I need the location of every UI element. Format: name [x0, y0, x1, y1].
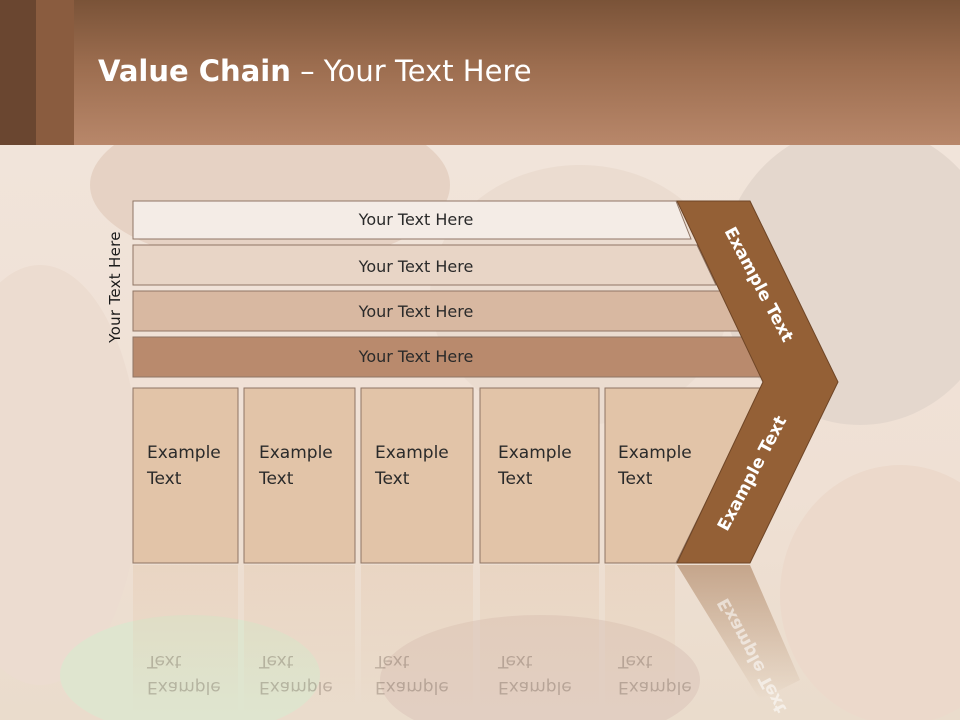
box-3: [360, 387, 474, 564]
reflection-text: Text: [146, 651, 182, 671]
box-1: [132, 387, 239, 564]
box-5-line2: Text: [617, 469, 653, 489]
bar-2: [132, 244, 717, 286]
reflection-text: Example: [498, 677, 572, 697]
header-stripe: [36, 0, 74, 145]
reflection: Example Text Example Text Example Text E…: [133, 565, 800, 716]
reflection-text: Example: [375, 677, 449, 697]
bar-1-label: Your Text Here: [358, 210, 474, 229]
box-4-line1: Example: [498, 443, 572, 463]
box-5: [604, 387, 763, 564]
bar-4-label: Your Text Here: [358, 347, 474, 366]
title-bold: Value Chain: [98, 54, 291, 88]
reflection-text: Example: [259, 677, 333, 697]
bar-2-label: Your Text Here: [358, 257, 474, 276]
title-rest: – Your Text Here: [290, 54, 532, 88]
box-4: [479, 387, 600, 564]
reflection-text: Text: [497, 651, 533, 671]
reflection-text: Text: [374, 651, 410, 671]
reflection-text: Example: [147, 677, 221, 697]
box-4-line2: Text: [497, 469, 533, 489]
box-2: [243, 387, 356, 564]
box-5-line1: Example: [618, 443, 692, 463]
bar-3-label: Your Text Here: [358, 302, 474, 321]
header-stripe: [0, 0, 36, 145]
reflection-text: Example: [618, 677, 692, 697]
box-3-line2: Text: [374, 469, 410, 489]
box-2-line1: Example: [259, 443, 333, 463]
box-1-line2: Text: [146, 469, 182, 489]
header-band: Value Chain – Your Text Here: [0, 0, 960, 145]
box-3-line1: Example: [375, 443, 449, 463]
slide-title: Value Chain – Your Text Here: [98, 54, 532, 88]
reflection-text: Text: [617, 651, 653, 671]
box-2-line2: Text: [258, 469, 294, 489]
side-label: Your Text Here: [106, 231, 124, 343]
bar-1: [132, 200, 692, 240]
chevron-arrow: [676, 200, 839, 564]
box-1-line1: Example: [147, 443, 221, 463]
reflection-text: Text: [258, 651, 294, 671]
